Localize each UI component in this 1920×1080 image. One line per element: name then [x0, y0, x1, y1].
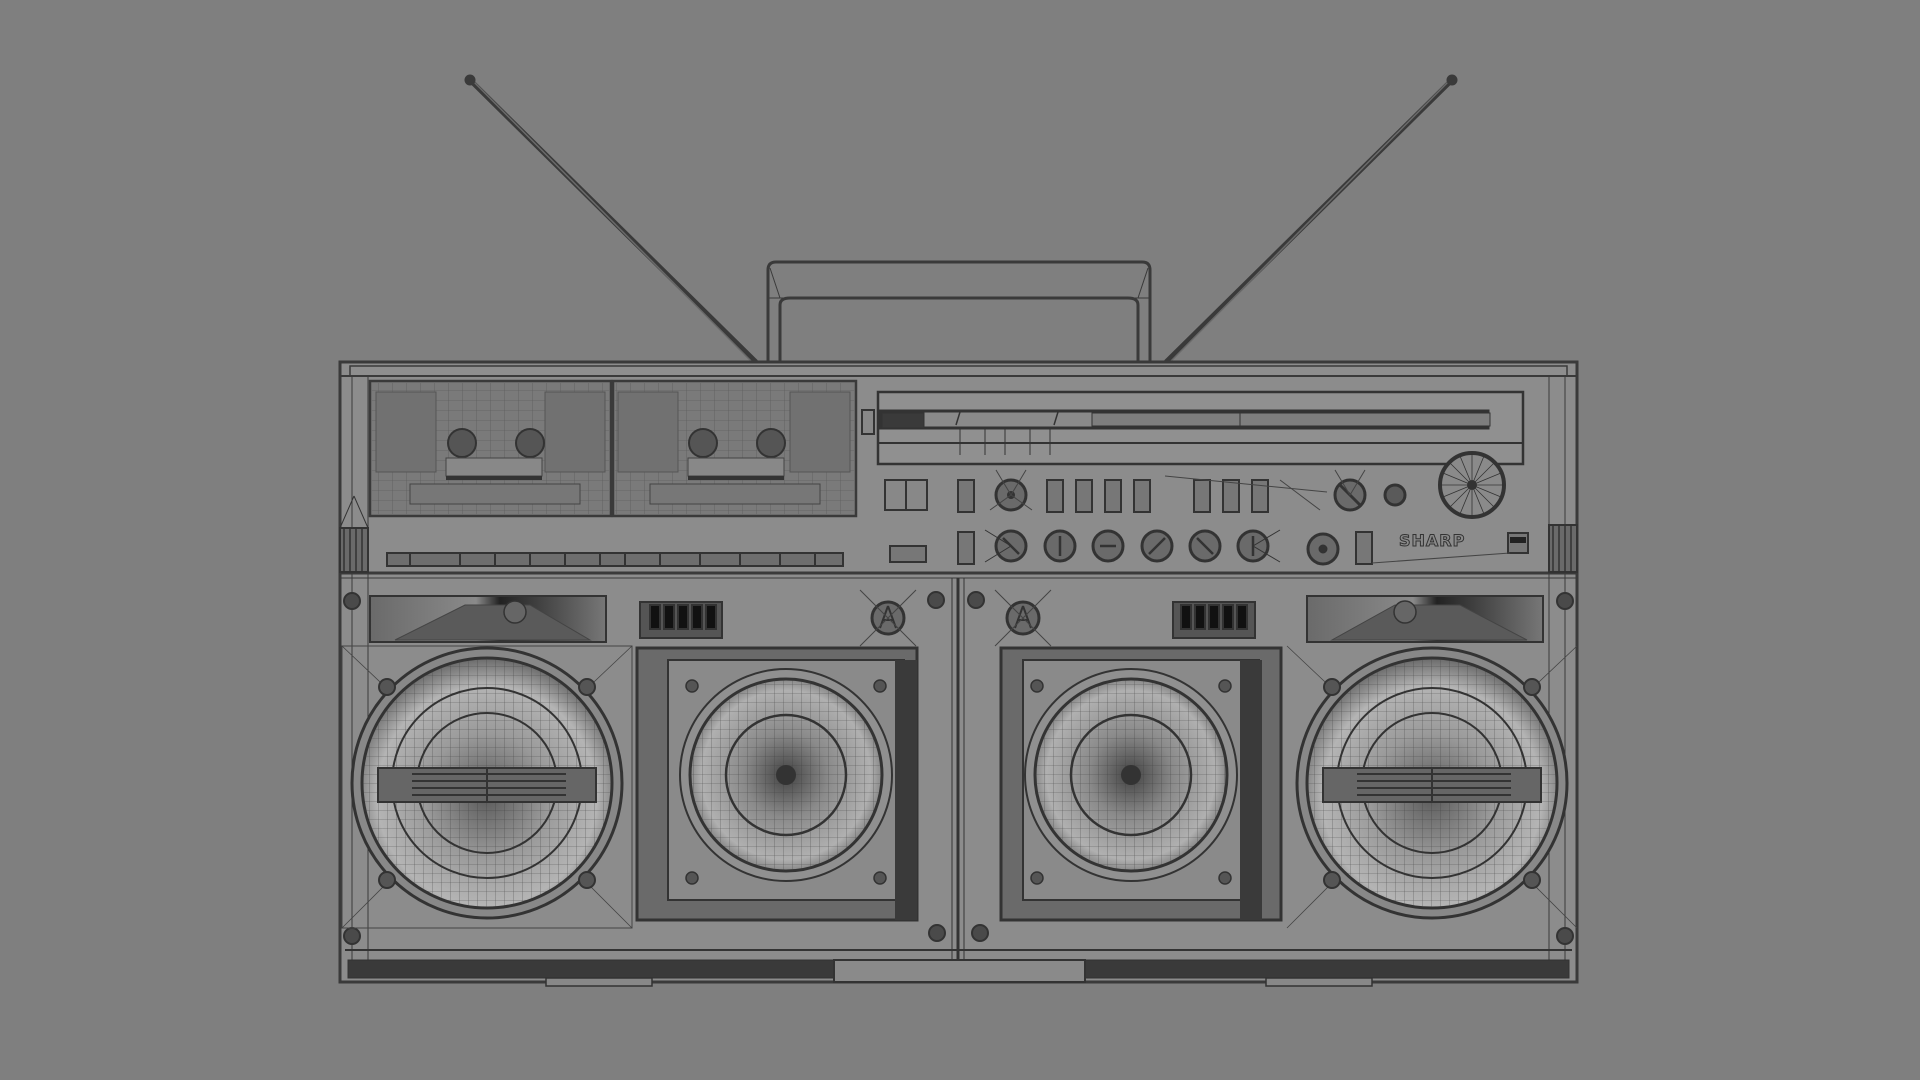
knob-top-2 [1333, 469, 1367, 512]
emblem-right [994, 589, 1052, 647]
control-row-bottom [889, 531, 1373, 565]
level-meter-right [1172, 601, 1256, 639]
tweeter-right [1306, 595, 1544, 643]
cassette-deck-left [368, 379, 613, 518]
side-grille-right [1548, 524, 1578, 573]
knob-bottom-2 [1043, 529, 1077, 563]
woofer-right [1286, 645, 1578, 929]
knob-bottom-5 [1188, 529, 1222, 563]
base-trim [345, 949, 1572, 987]
tuner-panel [861, 390, 1525, 466]
handle [766, 260, 1152, 362]
tweeter-left [369, 595, 607, 643]
woofer-left [341, 645, 633, 929]
emblem-left [859, 589, 917, 647]
knob-top-3 [1383, 483, 1407, 507]
side-grille-left [339, 495, 369, 573]
knob-bottom-4 [1140, 529, 1174, 563]
knob-bottom-3 [1091, 529, 1125, 563]
midrange-left [635, 646, 919, 922]
knob-row-bottom [984, 529, 1340, 566]
transport-buttons [386, 552, 844, 567]
antenna-right [1164, 74, 1458, 364]
power-switch [1507, 532, 1529, 554]
antenna-left [464, 74, 758, 364]
brand-logo: SHARP [1398, 531, 1466, 551]
knob-top-1 [989, 469, 1033, 512]
center-divider [951, 578, 965, 968]
knob-bottom-7 [1306, 532, 1340, 566]
cassette-deck-right [611, 379, 858, 518]
midrange-right [999, 646, 1283, 922]
tuning-dial [1438, 451, 1506, 519]
control-row-top [884, 479, 1269, 513]
level-meter-left [639, 601, 723, 639]
